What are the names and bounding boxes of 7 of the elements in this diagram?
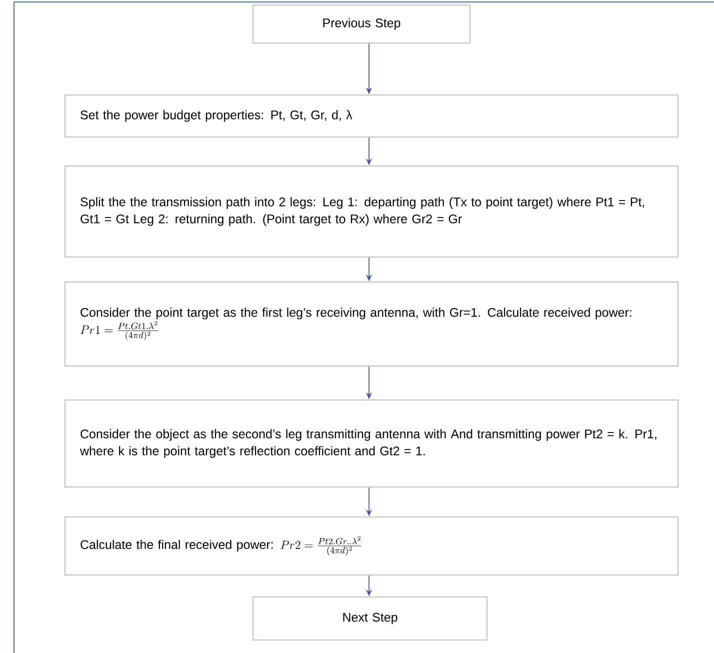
process-box: Split the the transmission path into 2 legs: Leg 1: departing path (Tx to point target) where Pt1 = Pt, Gt1 = Gt Leg 2: returning path. (Point target to Rx) where Gr2 = Gr [64, 165, 679, 258]
step-box: Previous Step [252, 4, 471, 44]
process-box: Consider the object as the second’s leg transmitting antenna with And transmitting power Pt2 = k. Pr1, where k is the point target’s reflection coefficient and Gt2 = 1. [64, 399, 679, 488]
process-box: Consider the point target as the first leg’s receiving antenna, with Gr=1. Calculate received power: $Pr1 = \frac{Pt.Gt1.\lambda^2}{(4\pi d)^2}$ [64, 281, 679, 367]
process-box: Set the power budget properties: Pt, Gt, Gr, d, λ [64, 94, 679, 138]
step-box: Next Step [252, 596, 488, 641]
process-box: Calculate the final received power: $Pr2 = \frac{Pt2.Gr..\lambda^2}{(4\pi d)^2}$ [64, 516, 679, 576]
